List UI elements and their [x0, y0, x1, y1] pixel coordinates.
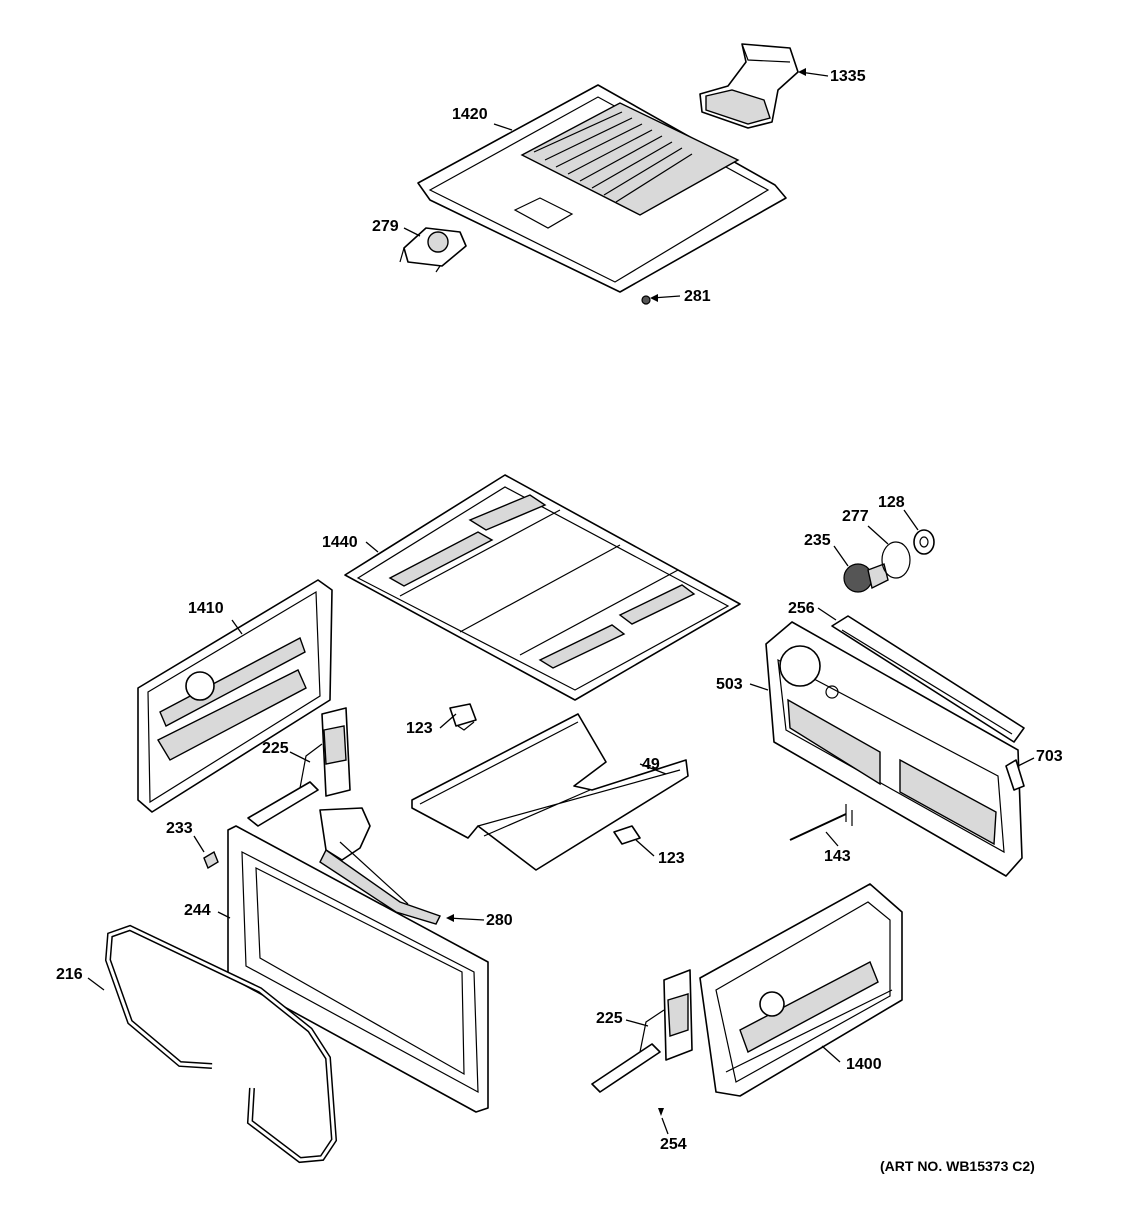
- label-703: 703: [1036, 748, 1063, 765]
- label-123-lower: 123: [658, 850, 685, 867]
- part-277-gasket-ring: [881, 541, 911, 579]
- label-277: 277: [842, 508, 869, 525]
- label-244: 244: [184, 902, 211, 919]
- label-49: 49: [642, 756, 660, 773]
- part-233-bumper: [203, 850, 219, 870]
- part-1420-upper-panel: [417, 84, 787, 293]
- part-1400-right-panel: [699, 883, 903, 1097]
- part-254-screw: [658, 1108, 664, 1116]
- part-143-rod: [789, 804, 853, 841]
- label-1410: 1410: [188, 600, 224, 617]
- part-244-door-frame: [227, 825, 489, 1113]
- label-254: 254: [660, 1136, 687, 1153]
- part-280-hinge-assembly: [319, 807, 441, 925]
- label-256: 256: [788, 600, 815, 617]
- label-123-upper: 123: [406, 720, 433, 737]
- label-1400: 1400: [846, 1056, 882, 1073]
- label-503: 503: [716, 676, 743, 693]
- part-216-gasket: [104, 924, 338, 1164]
- label-279: 279: [372, 218, 399, 235]
- label-1335: 1335: [830, 68, 866, 85]
- label-143: 143: [824, 848, 851, 865]
- part-281-screw: [641, 295, 651, 305]
- part-235-light-socket: [843, 563, 889, 593]
- leader-lines: [87, 68, 1035, 1135]
- label-280: 280: [486, 912, 513, 929]
- part-128-washer: [913, 529, 935, 555]
- part-1410-left-panel: [137, 579, 333, 813]
- part-503-back-panel: [765, 621, 1023, 877]
- part-225-hinge-lower: [591, 969, 693, 1093]
- part-123-clip-upper: [449, 703, 477, 731]
- part-123-clip-lower: [613, 825, 641, 845]
- part-703-bracket: [1005, 759, 1025, 791]
- label-216: 216: [56, 966, 83, 983]
- label-128: 128: [878, 494, 905, 511]
- label-1420: 1420: [452, 106, 488, 123]
- label-233: 233: [166, 820, 193, 837]
- art-number: (ART NO. WB15373 C2): [880, 1158, 1035, 1174]
- label-235: 235: [804, 532, 831, 549]
- part-1440-top-panel: [344, 474, 741, 701]
- part-279-switch: [399, 227, 467, 273]
- label-281: 281: [684, 288, 711, 305]
- part-256-insulation: [831, 615, 1025, 743]
- part-1335-vent-duct: [699, 43, 799, 129]
- label-225-lower: 225: [596, 1010, 623, 1027]
- label-1440: 1440: [322, 534, 358, 551]
- label-225-upper: 225: [262, 740, 289, 757]
- part-49-baffle: [411, 713, 689, 871]
- part-225-hinge-upper: [247, 707, 351, 827]
